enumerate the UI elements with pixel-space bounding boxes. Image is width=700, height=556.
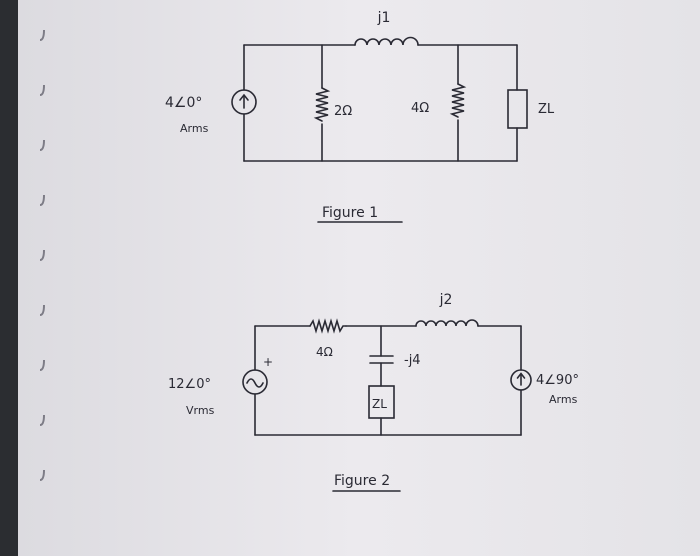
fig2-voltage-value-label: 12∠0° — [168, 377, 211, 392]
fig2-voltage-unit-label: Vrms — [186, 404, 215, 417]
figure-2-circuit — [242, 318, 532, 492]
fig1-current-source — [231, 89, 257, 115]
fig1-caption: Figure 1 — [322, 205, 378, 221]
fig2-capacitor-label: -j4 — [404, 353, 421, 368]
fig2-voltage-polarity: + — [263, 355, 273, 369]
fig2-current-value-label: 4∠90° — [536, 373, 579, 388]
fig2-ac-wave-icon — [246, 378, 264, 388]
fig2-load-label: ZL — [372, 397, 387, 411]
fig2-inductor-j2 — [415, 319, 479, 327]
fig2-caption: Figure 2 — [334, 473, 390, 489]
fig1-load-label: ZL — [538, 102, 555, 117]
fig2-current-unit-label: Arms — [549, 393, 578, 406]
fig1-source-value-label: 4∠0° — [165, 95, 202, 111]
paper-sheet — [18, 0, 700, 556]
fig2-inductor-label: j2 — [439, 292, 453, 308]
fig1-inductor-j1 — [354, 36, 419, 46]
fig2-isource-arrow-head — [516, 372, 526, 379]
fig1-resistor-4ohm — [449, 83, 467, 118]
fig1-inductor-label: j1 — [377, 10, 391, 26]
fig2-resistor-label: 4Ω — [316, 345, 333, 359]
fig1-resistor-left-label: 2Ω — [334, 104, 352, 119]
notebook-binding-marks — [39, 29, 45, 481]
fig1-source-arrow-head — [239, 93, 249, 101]
fig2-resistor-4ohm — [309, 318, 347, 334]
fig1-resistor-2ohm — [313, 87, 331, 122]
fig1-resistor-right-label: 4Ω — [411, 101, 429, 116]
fig1-source-unit-label: Arms — [180, 122, 209, 135]
figure-1-circuit — [231, 36, 528, 223]
